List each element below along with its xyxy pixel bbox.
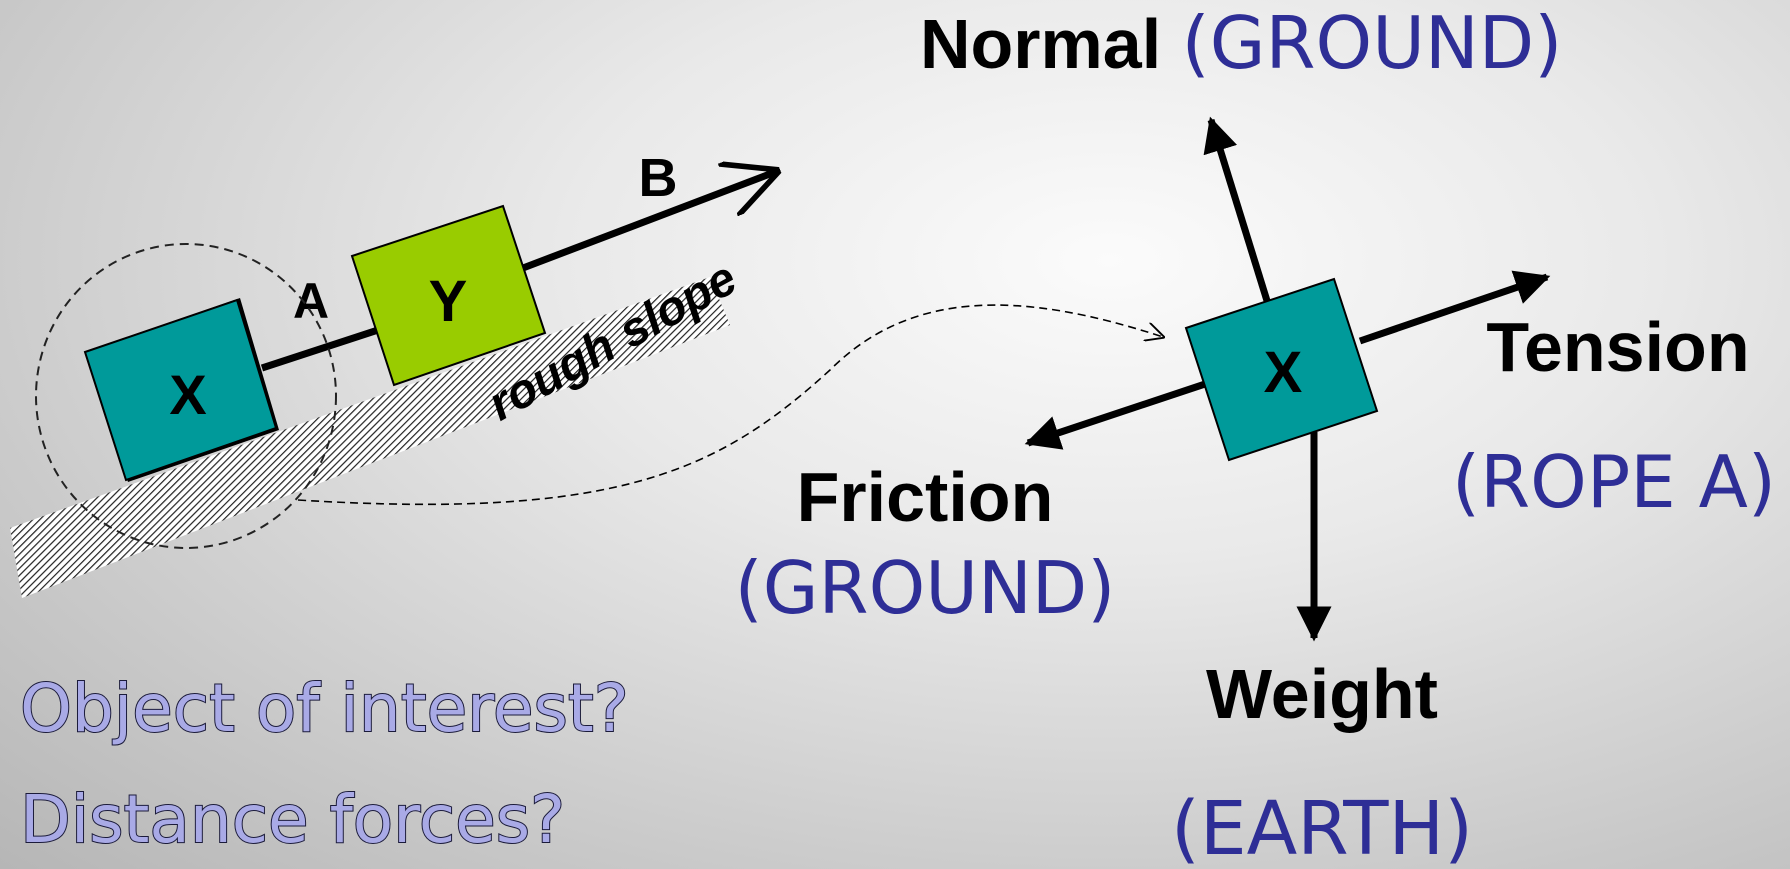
tension-force-arrow	[1358, 270, 1551, 345]
question-distance-forces: Distance forces?	[20, 781, 565, 858]
normal-force-source: (GROUND)	[1182, 1, 1563, 85]
normal-force-name: Normal	[920, 5, 1161, 83]
box-x-right-label: X	[1264, 340, 1303, 405]
friction-force-name: Friction	[797, 458, 1054, 536]
box-x-left: X	[83, 298, 279, 482]
normal-force-label: Normal (GROUND)	[920, 1, 1562, 85]
normal-force-arrow	[1203, 116, 1272, 306]
weight-force-source: (EARTH)	[1171, 786, 1473, 869]
box-x-left-label: X	[169, 363, 206, 426]
box-x-right-face	[1184, 277, 1379, 462]
box-y-face	[350, 204, 547, 387]
box-x-right: X	[1184, 277, 1379, 462]
box-y: Y	[350, 204, 547, 387]
rope-b-label: B	[639, 148, 678, 208]
focus-connector-arrow	[297, 304, 1163, 506]
friction-force-source: (GROUND)	[735, 546, 1116, 630]
weight-force-name: Weight	[1206, 655, 1438, 733]
rope-a-label: A	[293, 273, 329, 329]
box-y-label: Y	[429, 269, 468, 334]
rope-b	[521, 172, 775, 272]
friction-force-arrow	[1024, 379, 1210, 450]
rough-slope	[10, 277, 730, 598]
tension-force-source: (ROPE A)	[1452, 440, 1776, 524]
tension-force-name: Tension	[1486, 308, 1749, 386]
rope-a	[260, 326, 380, 372]
focus-circle	[35, 243, 337, 549]
box-x-left-face	[83, 298, 278, 482]
question-object-of-interest: Object of interest?	[20, 670, 629, 747]
